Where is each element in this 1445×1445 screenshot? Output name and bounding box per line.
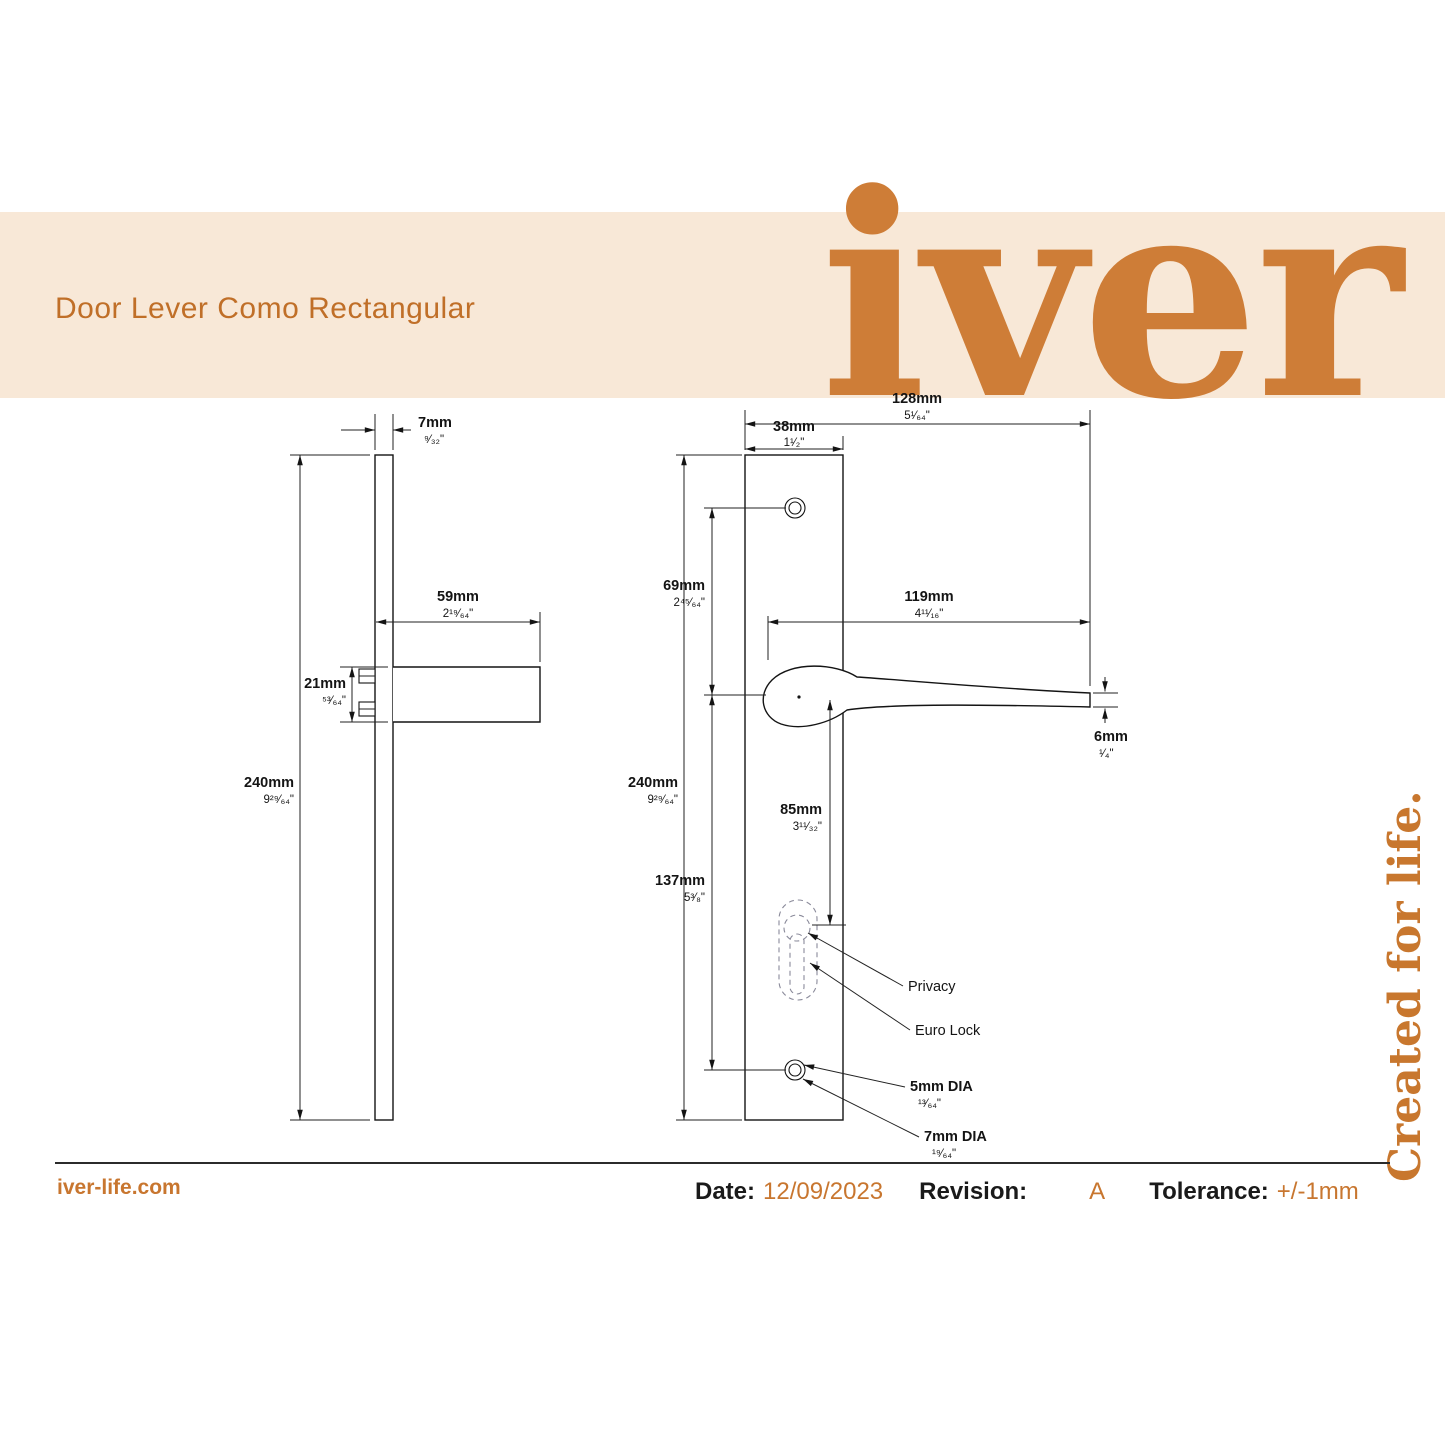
euro-lock-label: Euro Lock [915, 1023, 981, 1039]
callout-euro-lock: Euro Lock [809, 962, 981, 1039]
dim-119mm-imperial: 4¹¹⁄₁₆" [915, 608, 944, 620]
footer-meta: Date: 12/09/2023 Revision: A Tolerance: … [695, 1178, 1359, 1206]
dim-7mm-metric: 7mm [418, 415, 452, 431]
callout-7mm-dia: 7mm DIA ¹⁹⁄₆₄" [802, 1078, 987, 1160]
dim-119mm-metric: 119mm [904, 589, 953, 605]
dim-59mm: 59mm 2¹⁹⁄₆₄" [376, 589, 541, 662]
front-plate [744, 454, 844, 1121]
date-label: Date: [695, 1178, 756, 1205]
dim-119mm: 119mm 4¹¹⁄₁₆" [767, 589, 1090, 660]
dim-137mm-metric: 137mm [655, 873, 705, 889]
dim-240mm-side-metric: 240mm [244, 775, 294, 791]
dia7-imperial: ¹⁹⁄₆₄" [932, 1148, 956, 1160]
tolerance-label: Tolerance: [1149, 1178, 1269, 1205]
revision-label: Revision: [919, 1178, 1028, 1205]
dim-7mm: 7mm ⁹⁄₃₂" [341, 414, 452, 450]
bottom-screw-hole-inner [788, 1063, 802, 1077]
footer-rule [55, 1162, 1390, 1164]
callout-privacy: Privacy [807, 932, 956, 995]
dim-6mm-metric: 6mm [1094, 729, 1128, 745]
dim-128mm-metric: 128mm [892, 391, 942, 407]
privacy-profile-dashed [778, 899, 818, 1001]
dim-6mm: 6mm ¹⁄₄" [1093, 677, 1128, 760]
dim-21mm-imperial: ⁵³⁄₆₄" [322, 695, 346, 707]
dim-69mm-imperial: 2⁴⁵⁄₆₄" [674, 597, 705, 609]
dia5-metric: 5mm DIA [910, 1079, 973, 1095]
side-view: 7mm ⁹⁄₃₂" 59mm 2¹⁹⁄₆₄" 21mm ⁵³⁄₆₄" [244, 414, 541, 1121]
side-plate [374, 454, 394, 1121]
page-title: Door Lever Como Rectangular [55, 292, 476, 325]
dim-240mm-front-metric: 240mm [628, 775, 678, 791]
dim-240mm-side-imperial: 9²⁹⁄₆₄" [264, 794, 295, 806]
dim-38mm: 38mm 1¹⁄₂" [745, 419, 844, 452]
front-view: 128mm 5¹⁄₆₄" 38mm 1¹⁄₂" 69mm 2⁴⁵⁄₆₄" [628, 391, 1128, 1160]
revision-value: A [1089, 1178, 1106, 1205]
dim-38mm-metric: 38mm [773, 419, 815, 435]
dim-59mm-metric: 59mm [437, 589, 479, 605]
dim-21mm-metric: 21mm [304, 676, 346, 692]
header-banner [0, 212, 1445, 398]
front-lever [762, 665, 1091, 728]
dim-59mm-imperial: 2¹⁹⁄₆₄" [443, 608, 474, 620]
dim-240mm-side: 240mm 9²⁹⁄₆₄" [244, 454, 370, 1121]
date-value: 12/09/2023 [763, 1178, 884, 1205]
side-handle [393, 666, 541, 723]
top-screw-hole-inner [788, 501, 802, 515]
dim-21mm: 21mm ⁵³⁄₆₄" [304, 666, 388, 723]
callout-5mm-dia: 5mm DIA ¹³⁄₆₄" [803, 1064, 973, 1110]
euro-cylinder-tail-dashed [789, 933, 805, 995]
side-fixing-lugs [358, 668, 376, 717]
dim-85mm: 85mm 3¹¹⁄₃₂" [780, 700, 846, 926]
iver-logo: iver [820, 133, 1403, 462]
dim-137mm-imperial: 5³⁄₈" [684, 892, 705, 904]
website-link[interactable]: iver-life.com [57, 1176, 181, 1199]
dim-85mm-metric: 85mm [780, 802, 822, 818]
dim-240mm-front: 240mm 9²⁹⁄₆₄" [628, 454, 742, 1121]
dim-38mm-imperial: 1¹⁄₂" [784, 437, 805, 449]
dim-128mm: 128mm 5¹⁄₆₄" [744, 391, 1091, 686]
lever-pivot-dot [797, 695, 801, 699]
dim-240mm-front-imperial: 9²⁹⁄₆₄" [648, 794, 679, 806]
euro-cylinder-circle-dashed [783, 914, 811, 942]
dia7-metric: 7mm DIA [924, 1129, 987, 1145]
dim-128mm-imperial: 5¹⁄₆₄" [904, 410, 930, 422]
privacy-euro-dashed-profile [778, 899, 818, 1001]
dia5-imperial: ¹³⁄₆₄" [918, 1098, 941, 1110]
dim-6mm-imperial: ¹⁄₄" [1099, 748, 1114, 760]
dim-7mm-imperial: ⁹⁄₃₂" [424, 434, 444, 446]
dim-85mm-imperial: 3¹¹⁄₃₂" [793, 821, 822, 833]
privacy-label: Privacy [908, 979, 956, 995]
dim-137mm: 137mm 5³⁄₈" [655, 695, 786, 1071]
tolerance-value: +/-1mm [1276, 1178, 1359, 1205]
